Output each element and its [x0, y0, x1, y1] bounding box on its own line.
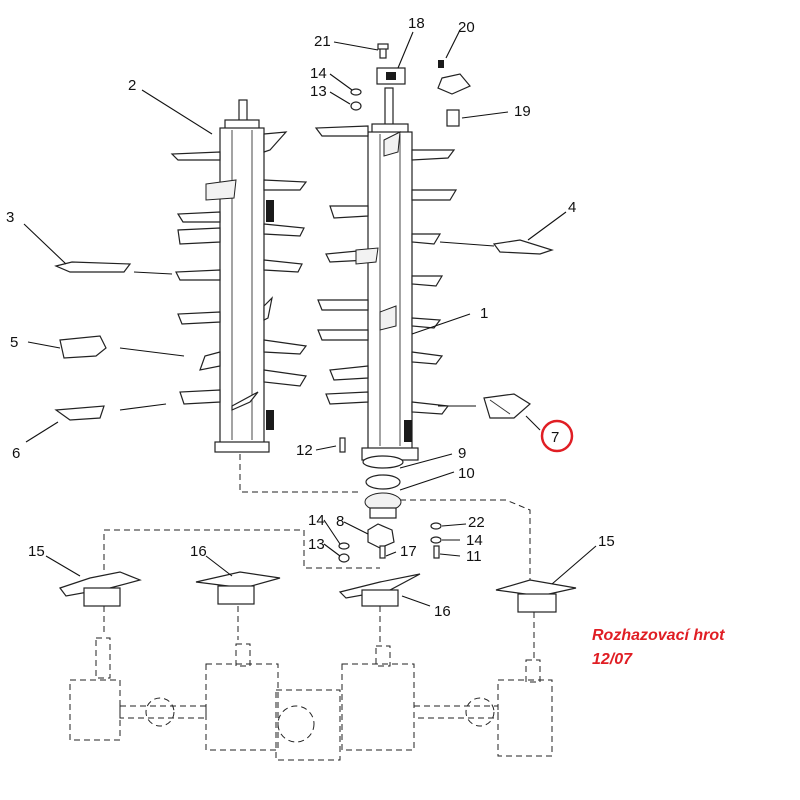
- label-part-16-right: 16: [434, 603, 451, 620]
- label-part-14-right: 14: [466, 532, 483, 549]
- label-part-21: 21: [314, 33, 331, 50]
- label-part-16-left: 16: [190, 543, 207, 560]
- label-part-10: 10: [458, 465, 475, 482]
- label-part-14-top: 14: [310, 65, 327, 82]
- label-part-18: 18: [408, 15, 425, 32]
- label-part-13-top: 13: [310, 83, 327, 100]
- label-part-12: 12: [296, 442, 313, 459]
- leader-lines: [23, 29, 597, 607]
- label-part-15-left: 15: [28, 543, 45, 560]
- assembly-lines: [103, 454, 535, 660]
- caption: Rozhazovací hrot 12/07: [592, 627, 725, 668]
- label-part-1: 1: [480, 305, 488, 322]
- label-part-19: 19: [514, 103, 531, 120]
- label-part-22: 22: [468, 514, 485, 531]
- hub-parts: [338, 437, 442, 563]
- label-part-5: 5: [10, 334, 18, 351]
- part-labels: 1 2 3 4 5 6 7 8 9 10 11 12 13 13 14 14 1…: [6, 15, 615, 620]
- label-part-3: 3: [6, 209, 14, 226]
- label-part-7: 7: [551, 429, 559, 446]
- label-part-14-hub: 14: [308, 512, 325, 529]
- label-part-20: 20: [458, 19, 475, 36]
- caption-title: Rozhazovací hrot: [592, 627, 725, 644]
- caption-date: 12/07: [592, 651, 633, 668]
- top-hardware: [350, 43, 471, 127]
- highlight-circle: [540, 419, 574, 453]
- label-part-17: 17: [400, 543, 417, 560]
- label-part-15-right: 15: [598, 533, 615, 550]
- right-rotor-shaft: [314, 87, 458, 461]
- label-part-2: 2: [128, 77, 136, 94]
- left-rotor-shaft: [170, 99, 308, 453]
- label-part-9: 9: [458, 445, 466, 462]
- label-part-4: 4: [568, 199, 576, 216]
- rotor-arms: [59, 571, 577, 613]
- label-part-8: 8: [336, 513, 344, 530]
- label-part-13-hub: 13: [308, 536, 325, 553]
- label-part-6: 6: [12, 445, 20, 462]
- loose-tines: [54, 239, 554, 421]
- gearbox-assembly: [69, 637, 553, 761]
- label-part-11: 11: [466, 548, 482, 565]
